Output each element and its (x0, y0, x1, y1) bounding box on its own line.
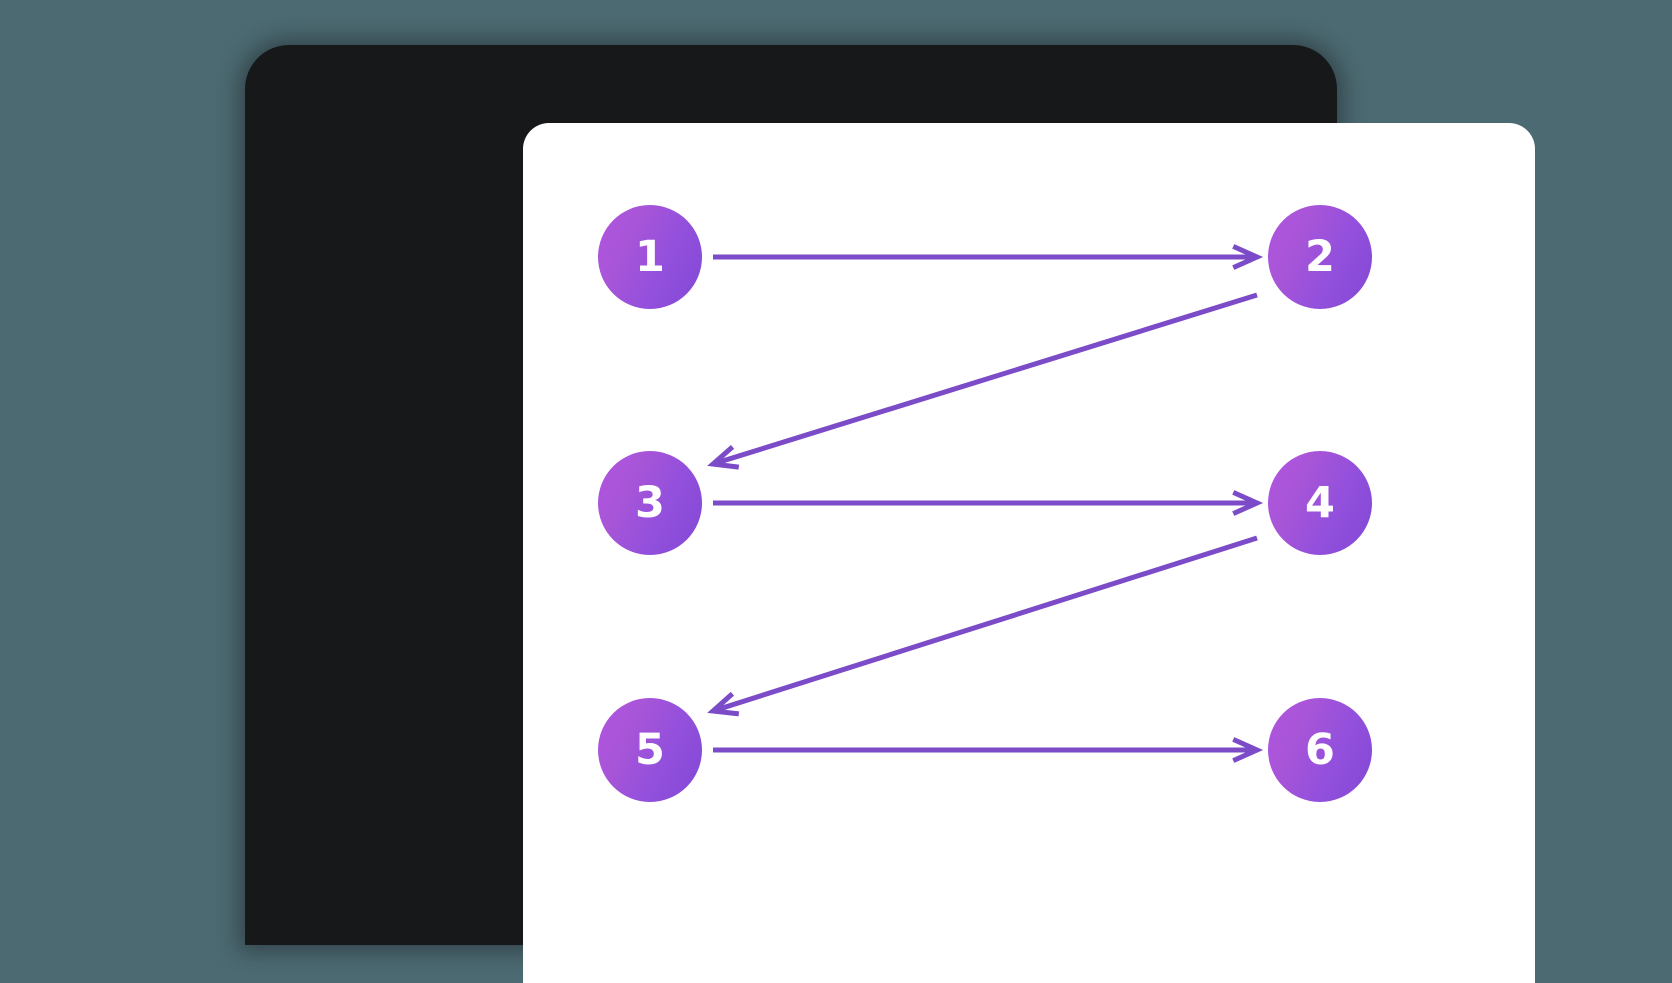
graph-node-3[interactable]: 3 (598, 451, 702, 555)
graph-edge-3-to-4[interactable] (713, 490, 1264, 516)
graph-node-5[interactable]: 5 (598, 698, 702, 802)
graph-node-label: 4 (1305, 477, 1335, 528)
graph-node-6[interactable]: 6 (1268, 698, 1372, 802)
graph-node-label: 6 (1305, 724, 1335, 775)
graph-node-label: 1 (635, 231, 665, 282)
graph-node-4[interactable]: 4 (1268, 451, 1372, 555)
graph-node-label: 5 (635, 724, 665, 775)
edges-group (707, 244, 1264, 763)
device-screen: 1 2 3 4 5 6 (523, 123, 1535, 983)
graph-node-2[interactable]: 2 (1268, 205, 1372, 309)
graph-edge-layer (707, 244, 1264, 763)
graph-edge-5-to-6[interactable] (713, 737, 1264, 763)
graph-edge-4-to-5[interactable] (707, 535, 1258, 717)
edge-arrowhead-icon (1232, 737, 1264, 763)
edge-shaft (714, 292, 1258, 466)
graph-node-1[interactable]: 1 (598, 205, 702, 309)
graph-edge-2-to-3[interactable] (707, 292, 1258, 470)
graph-canvas: 1 2 3 4 5 6 (523, 123, 1535, 983)
edge-arrowhead-icon (1232, 490, 1264, 516)
edge-arrowhead-icon (1232, 244, 1264, 270)
graph-node-label: 2 (1305, 231, 1335, 282)
screenshot-stage: 1 2 3 4 5 6 (245, 45, 1535, 983)
graph-node-label: 3 (635, 477, 665, 528)
edge-shaft (714, 535, 1258, 713)
device-frame: 1 2 3 4 5 6 (245, 45, 1535, 983)
edge-arrowhead-icon (707, 691, 740, 717)
edge-arrowhead-icon (707, 444, 740, 470)
graph-edge-1-to-2[interactable] (713, 244, 1264, 270)
